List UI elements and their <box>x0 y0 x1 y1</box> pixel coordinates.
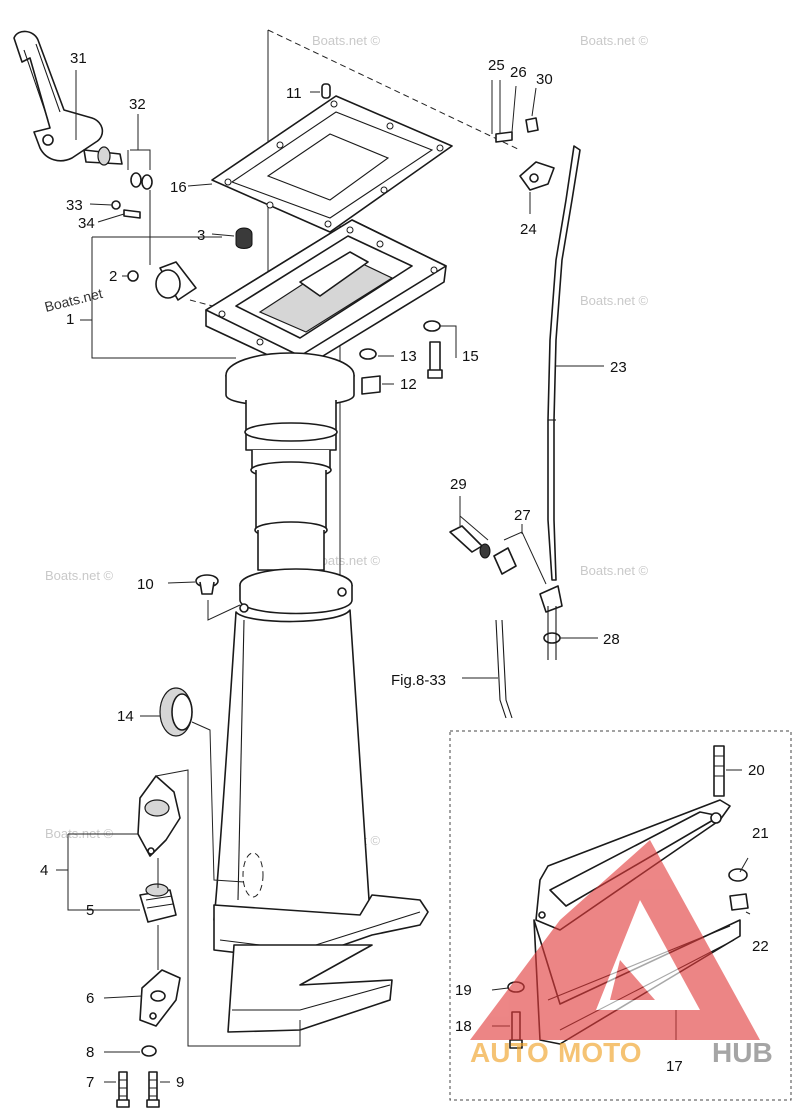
callout-17: 17 <box>666 1058 683 1075</box>
washer-8 <box>141 1045 157 1057</box>
mount-4 <box>137 769 301 1047</box>
callout-16: 16 <box>170 179 187 196</box>
rod-23 <box>547 145 604 581</box>
logo-auto: AUTO <box>470 1037 549 1068</box>
nut-5 <box>139 883 177 923</box>
callout-20: 20 <box>748 762 765 779</box>
callout-28: 28 <box>603 631 620 648</box>
callout-29: 29 <box>450 476 467 493</box>
callout-4: 4 <box>40 862 48 879</box>
watermark: Boats.net © <box>580 293 649 308</box>
callout-9: 9 <box>176 1074 184 1091</box>
callout-19: 19 <box>455 982 472 999</box>
logo-hub: HUB <box>712 1037 773 1068</box>
callout-32: 32 <box>129 96 146 113</box>
callout-34: 34 <box>78 215 95 232</box>
mount-cap-3 <box>211 227 253 249</box>
callout-18: 18 <box>455 1018 472 1035</box>
callout-5: 5 <box>86 902 94 919</box>
pins-33-34 <box>89 200 141 223</box>
callout-14: 14 <box>117 708 134 725</box>
callout-27: 27 <box>514 507 531 524</box>
callouts: 1 2 3 4 5 6 7 8 9 10 11 12 13 14 15 16 1… <box>40 50 769 1091</box>
callout-24: 24 <box>520 221 537 238</box>
rubber-mount-2 <box>122 261 197 301</box>
callout-25: 25 <box>488 57 505 74</box>
watermark: Boats.net © <box>45 568 114 583</box>
callout-6: 6 <box>86 990 94 1007</box>
callout-22: 22 <box>752 938 769 955</box>
callout-12: 12 <box>400 376 417 393</box>
automotohub-logo: AUTO MOTO HUB <box>470 840 773 1068</box>
watermark: Boats.net © <box>580 563 649 578</box>
watermark: Boats.net © <box>580 33 649 48</box>
pin-32-assembly <box>127 149 153 265</box>
callout-8: 8 <box>86 1044 94 1061</box>
watermark: Boats.net © <box>312 553 381 568</box>
leaders-4-9 <box>56 833 170 1083</box>
callout-11: 11 <box>286 85 302 102</box>
bracket-24 <box>519 161 555 214</box>
washer-13 <box>359 348 394 360</box>
cable-ref <box>462 619 513 719</box>
cap-10 <box>167 574 219 595</box>
callout-31: 31 <box>70 50 87 67</box>
callout-leaders <box>75 70 493 359</box>
callout-15: 15 <box>462 348 479 365</box>
dowel-pin-11 <box>310 83 331 99</box>
callout-7: 7 <box>86 1074 94 1091</box>
screw-30 <box>525 87 539 133</box>
bolts-7-9 <box>116 1071 160 1108</box>
bracket-6 <box>139 969 181 1027</box>
screw-29 <box>449 496 491 559</box>
gasket-16 <box>211 95 453 233</box>
callout-23: 23 <box>610 359 627 376</box>
tiller-bracket-31 <box>13 30 123 166</box>
callout-33: 33 <box>66 197 83 214</box>
bolts-25-26 <box>495 80 517 143</box>
bolts-15 <box>423 320 457 379</box>
logo-moto: MOTO <box>558 1037 641 1068</box>
clip-27 <box>493 524 563 613</box>
callout-10: 10 <box>137 576 154 593</box>
watermark: Boats.net © <box>312 33 381 48</box>
callout-2: 2 <box>109 268 117 285</box>
callout-3: 3 <box>197 227 205 244</box>
mount-plate-1 <box>205 219 447 371</box>
grommet-28 <box>543 606 598 660</box>
callout-26: 26 <box>510 64 527 81</box>
drive-shaft-housing <box>213 352 429 1033</box>
callout-21: 21 <box>752 825 769 842</box>
callout-30: 30 <box>536 71 553 88</box>
nut-12 <box>361 375 394 395</box>
fig-reference: Fig.8-33 <box>391 672 446 689</box>
grommet-14 <box>140 687 245 883</box>
callout-1: 1 <box>66 311 74 328</box>
callout-13: 13 <box>400 348 417 365</box>
